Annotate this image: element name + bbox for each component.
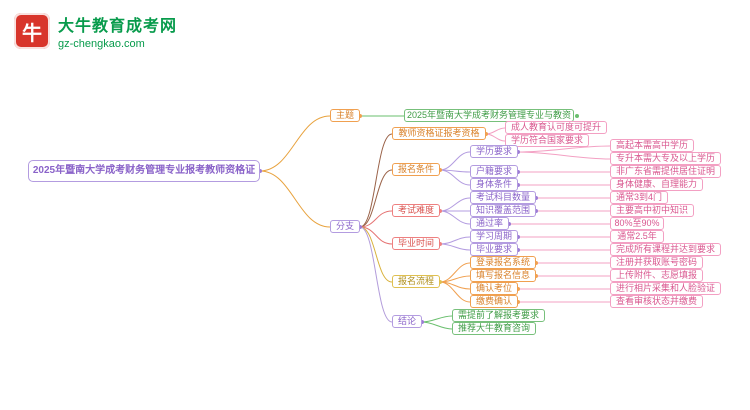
node-healthy-selfcare[interactable]: 身体健康、自理能力: [610, 178, 703, 191]
node-health-req[interactable]: 身体条件: [470, 178, 518, 191]
site-name: 大牛教育成考网: [58, 18, 178, 35]
node-payment-confirm[interactable]: 缴费确认: [470, 295, 518, 308]
node-branch-eligibility[interactable]: 教师资格证报考资格: [392, 127, 486, 140]
node-branch-graduation[interactable]: 毕业时间: [392, 237, 440, 250]
node-branch-difficulty[interactable]: 考试难度: [392, 204, 440, 217]
node-degree-meets-national[interactable]: 学历符合国家要求: [505, 134, 589, 147]
node-zhuanshengben-college[interactable]: 专升本需大专及以上学历: [610, 152, 721, 165]
node-subject-count[interactable]: 考试科目数量: [470, 191, 536, 204]
node-passrate-80-90[interactable]: 80%至90%: [610, 217, 664, 230]
node-complete-courses[interactable]: 完成所有课程并达到要求: [610, 243, 721, 256]
node-photo-face-verify[interactable]: 进行相片采集和人脸验证: [610, 282, 721, 295]
node-non-guangdong-residence[interactable]: 非广东省需提供居住证明: [610, 165, 721, 178]
node-login-system[interactable]: 登录报名系统: [470, 256, 536, 269]
node-pass-rate[interactable]: 通过率: [470, 217, 509, 230]
site-domain: gz-chengkao.com: [58, 38, 145, 50]
site-logo[interactable]: 牛 大牛教育成考网 gz-chengkao.com: [14, 12, 177, 50]
node-highschool-knowledge[interactable]: 主要高中初中知识: [610, 204, 694, 217]
node-conclusion-know-requirements[interactable]: 需提前了解报考要求: [452, 309, 545, 322]
node-fill-info[interactable]: 填写报名信息: [470, 269, 536, 282]
node-branch[interactable]: 分支: [330, 220, 360, 233]
node-conclusion-recommend-consult[interactable]: 推荐大牛教育咨询: [452, 322, 536, 335]
node-knowledge-scope[interactable]: 知识覆盖范围: [470, 204, 536, 217]
node-topic-detail[interactable]: 2025年暨南大学成考财务管理专业与教资: [404, 109, 574, 122]
node-education-req[interactable]: 学历要求: [470, 145, 518, 158]
node-upload-attachments[interactable]: 上传附件、志愿填报: [610, 269, 703, 282]
node-topic[interactable]: 主题: [330, 109, 360, 122]
node-central[interactable]: 2025年暨南大学成考财务管理专业报考教师资格证: [28, 160, 260, 182]
node-graduation-req[interactable]: 毕业要求: [470, 243, 518, 256]
bull-logo-icon: 牛: [14, 13, 50, 49]
node-branch-conclusion[interactable]: 结论: [392, 315, 422, 328]
node-adult-edu-recognition[interactable]: 成人教育认可度可提升: [505, 121, 607, 134]
node-2point5-years[interactable]: 通常2.5年: [610, 230, 664, 243]
node-3to4-subjects[interactable]: 通常3到4门: [610, 191, 668, 204]
node-check-status-pay[interactable]: 查看审核状态并缴费: [610, 295, 703, 308]
node-study-period[interactable]: 学习周期: [470, 230, 518, 243]
node-branch-conditions[interactable]: 报名条件: [392, 163, 440, 176]
node-branch-process[interactable]: 报名流程: [392, 275, 440, 288]
node-household-req[interactable]: 户籍要求: [470, 165, 518, 178]
node-confirm-exam-seat[interactable]: 确认考位: [470, 282, 518, 295]
node-register-account[interactable]: 注册并获取账号密码: [610, 256, 703, 269]
node-gaoqiben-highschool[interactable]: 高起本需高中学历: [610, 139, 694, 152]
